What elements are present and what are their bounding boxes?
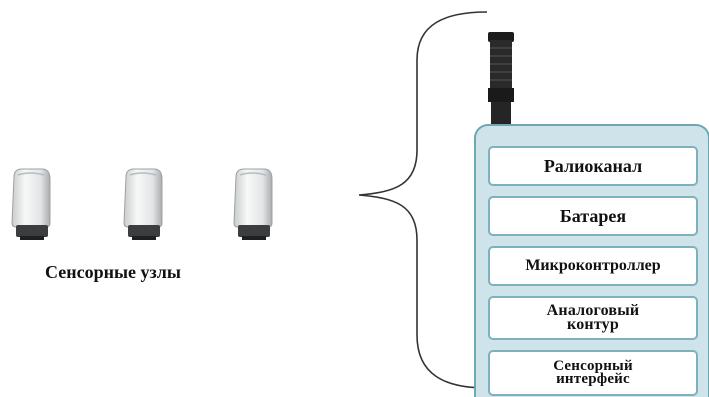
layer-sensor-interface: Сенсорный интерфейс <box>488 350 698 396</box>
layer-label: Аналоговый контур <box>546 302 640 333</box>
sensor-nodes-caption: Сенсорные узлы <box>45 262 181 282</box>
layer-radio-channel: Ралиоканал <box>488 146 698 186</box>
sensor-device-block: Ралиоканал Батарея Микроконтроллер Анало… <box>474 124 709 397</box>
sensor-node-graphic <box>123 168 163 240</box>
layer-label: Ралиоканал <box>543 156 643 176</box>
antenna-icon <box>488 32 514 124</box>
layer-label: Микроконтроллер <box>525 257 661 274</box>
layer-label: Сенсорный интерфейс <box>553 358 633 387</box>
layer-battery: Батарея <box>488 196 698 236</box>
sensor-node-graphic <box>233 168 273 240</box>
layer-analog-circuit: Аналоговый контур <box>488 296 698 340</box>
sensor-node-icon <box>120 167 166 241</box>
curly-brace <box>358 11 488 389</box>
sensor-node-icon <box>8 167 54 241</box>
sensor-node-icon <box>230 167 276 241</box>
layer-label: Батарея <box>559 206 627 226</box>
layer-microcontroller: Микроконтроллер <box>488 246 698 286</box>
sensor-node-graphic <box>11 168 51 240</box>
